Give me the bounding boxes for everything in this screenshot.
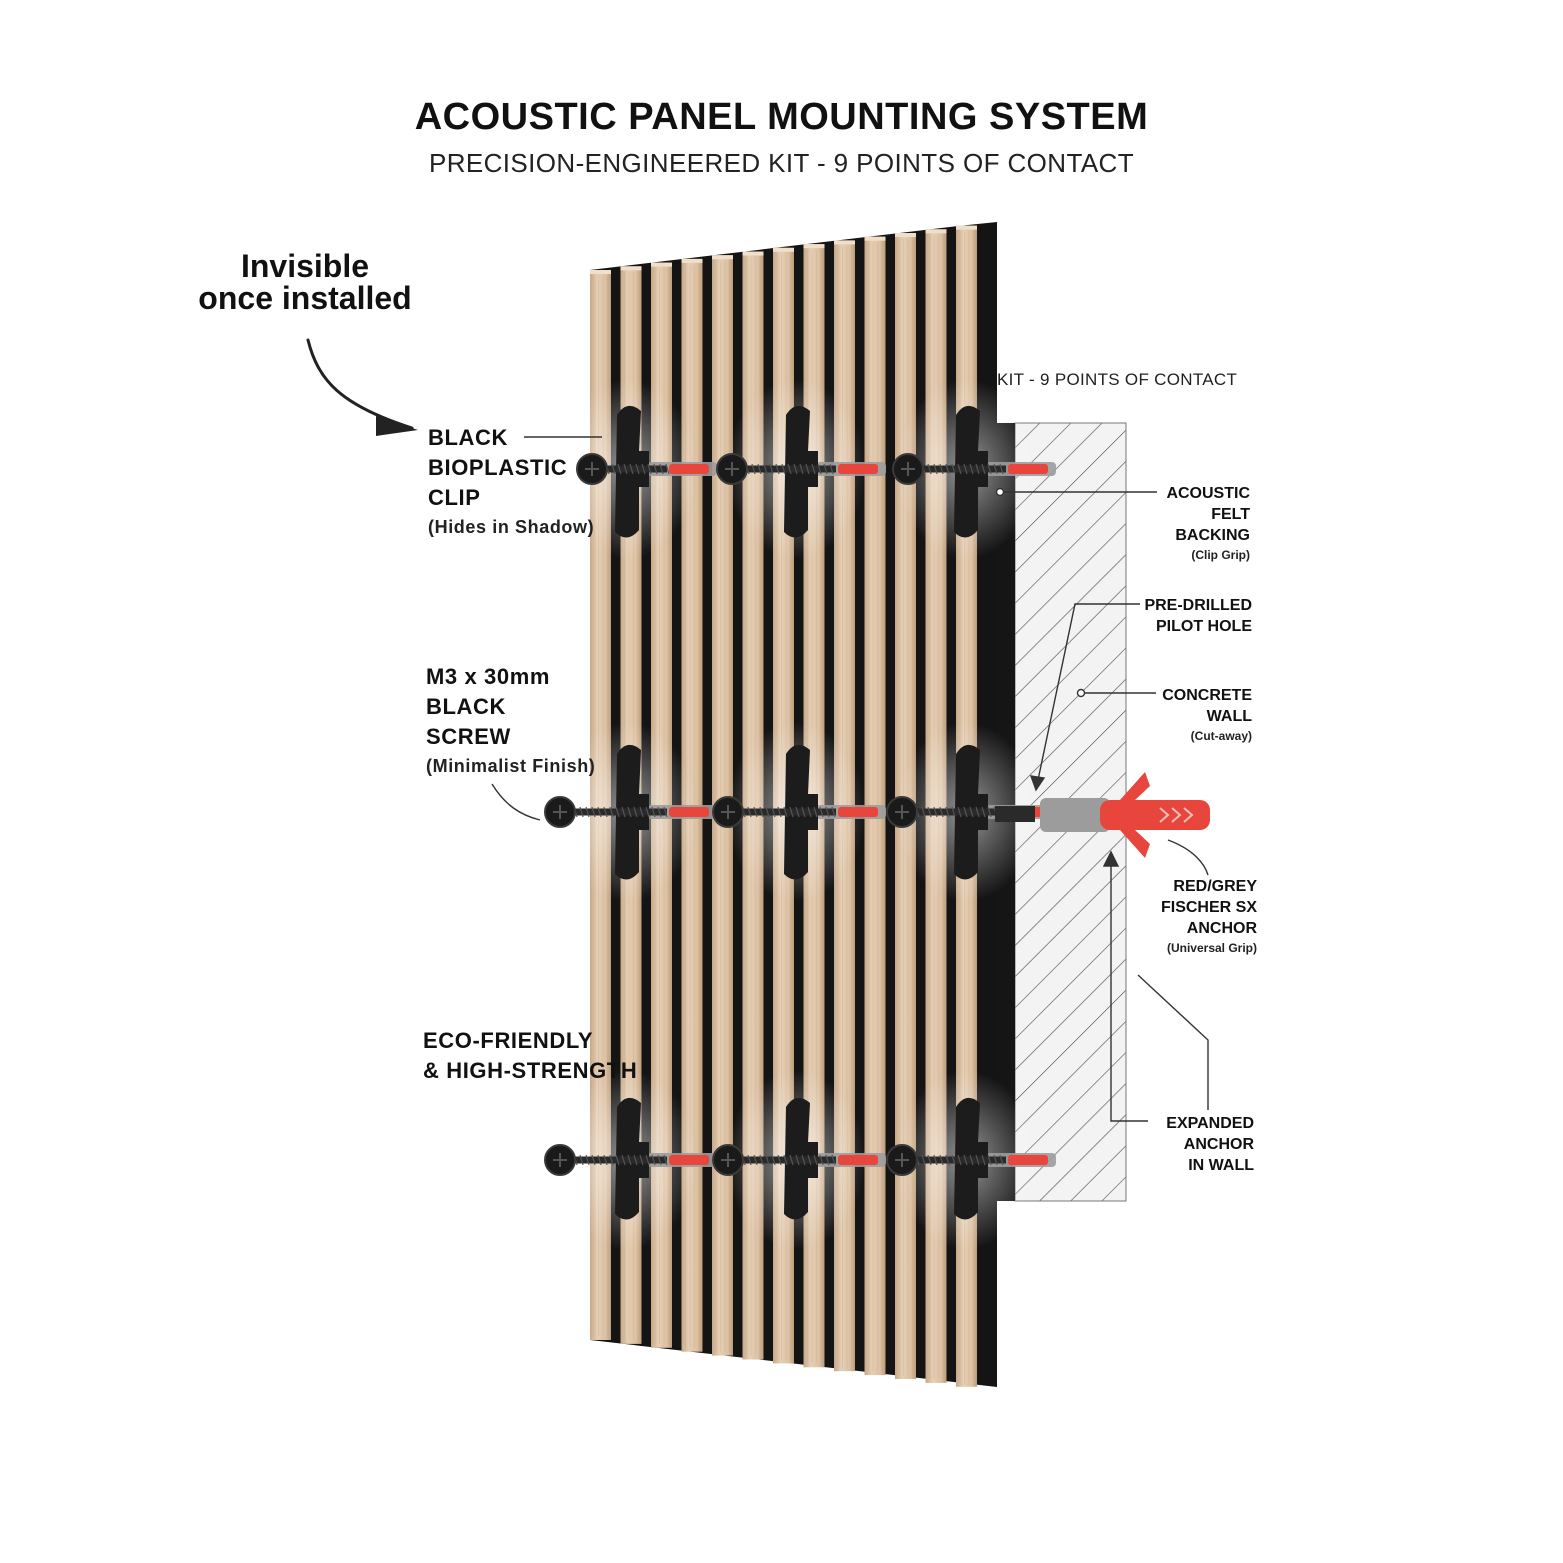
- curved-arrow: [306, 338, 414, 430]
- anchor-leader: [1167, 839, 1209, 876]
- screw-label-note: (Minimalist Finish): [426, 756, 596, 776]
- leader-lines: [491, 436, 1209, 1122]
- screw-leader: [491, 783, 541, 821]
- anchor-label-line-2: FISCHER SX: [1160, 899, 1257, 916]
- felt-label-line-2: FELT: [1211, 506, 1250, 523]
- clip-label-line-3: CLIP: [428, 485, 481, 510]
- pilot-label: PRE-DRILLED PILOT HOLE: [1080, 595, 1252, 637]
- pilot-leader: [1037, 603, 1140, 781]
- clip-screw-assembly: [544, 1070, 717, 1250]
- page-subtitle: PRECISION-ENGINEERED KIT - 9 POINTS OF C…: [428, 148, 1135, 178]
- anchor-label: RED/GREY FISCHER SX ANCHOR (Universal Gr…: [1080, 876, 1257, 957]
- clip-label-line-1: BLACK: [428, 425, 508, 450]
- clip-screw-assembly: [557, 379, 717, 559]
- concrete-label-line-2: WALL: [1206, 708, 1252, 725]
- concrete-label-line-1: CONCRETE: [1162, 687, 1252, 704]
- expanded-label-line-2: ANCHOR: [1183, 1136, 1254, 1153]
- callout-line-2: once installed: [198, 280, 412, 316]
- expanded-label-line-1: EXPANDED: [1166, 1115, 1254, 1132]
- expanded-label-line-3: IN WALL: [1188, 1157, 1254, 1174]
- screw-label: M3 x 30mm BLACK SCREW (Minimalist Finish…: [426, 662, 595, 780]
- eco-label-line-2: & HIGH-STRENGTH: [423, 1058, 638, 1083]
- expanded-leader-vertical: [1110, 858, 1148, 1122]
- anchor-label-note: (Universal Grip): [1166, 941, 1257, 955]
- expanded-label: EXPANDED ANCHOR IN WALL: [1080, 1113, 1254, 1176]
- invisible-callout: Invisible once installed: [170, 250, 440, 314]
- pilot-arrowhead: [1029, 775, 1046, 792]
- clip-screw-assembly: [716, 379, 886, 559]
- concrete-label-note: (Cut-away): [1190, 729, 1252, 743]
- anchor-label-line-3: ANCHOR: [1186, 920, 1257, 937]
- pilot-label-line-1: PRE-DRILLED: [1144, 597, 1252, 614]
- expanded-leader-diagonal: [1137, 974, 1209, 1110]
- clip-label-line-2: BIOPLASTIC: [428, 455, 568, 480]
- felt-label-line-1: ACOUSTIC: [1166, 485, 1250, 502]
- anchor-label-line-1: RED/GREY: [1173, 878, 1257, 895]
- fischer-anchor-cutaway: [995, 772, 1210, 858]
- clip-screw-assembly: [712, 1070, 886, 1250]
- mounting-hardware: [544, 379, 1056, 1250]
- clip-screw-assembly: [892, 379, 1056, 559]
- felt-label: ACOUSTIC FELT BACKING (Clip Grip): [1080, 483, 1250, 564]
- felt-label-line-3: BACKING: [1175, 527, 1250, 544]
- concrete-label: CONCRETE WALL (Cut-away): [1080, 685, 1252, 745]
- felt-label-note: (Clip Grip): [1191, 548, 1250, 562]
- arrow-head: [376, 416, 418, 436]
- clip-screw-assembly: [886, 1070, 1056, 1250]
- clip-label: BLACK BIOPLASTIC CLIP (Hides in Shadow): [428, 423, 594, 541]
- expanded-arrowhead: [1102, 850, 1120, 867]
- clip-label-note: (Hides in Shadow): [428, 517, 595, 537]
- concrete-leader-dot: [1076, 688, 1086, 698]
- eco-label: ECO-FRIENDLY & HIGH-STRENGTH: [423, 1026, 637, 1086]
- kit-label: KIT - 9 POINTS OF CONTACT: [997, 370, 1238, 389]
- clip-screw-assembly: [712, 722, 886, 902]
- screw-label-line-1: M3 x 30mm: [426, 664, 551, 689]
- felt-leader-dot: [995, 487, 1005, 497]
- eco-label-line-1: ECO-FRIENDLY: [423, 1028, 594, 1053]
- screw-label-line-3: SCREW: [426, 724, 511, 749]
- pilot-label-line-2: PILOT HOLE: [1156, 618, 1252, 635]
- page-title: ACOUSTIC PANEL MOUNTING SYSTEM: [414, 96, 1149, 138]
- screw-label-line-2: BLACK: [426, 694, 506, 719]
- callout-line-1: Invisible: [240, 248, 370, 284]
- clip-screw-assembly: [544, 722, 717, 902]
